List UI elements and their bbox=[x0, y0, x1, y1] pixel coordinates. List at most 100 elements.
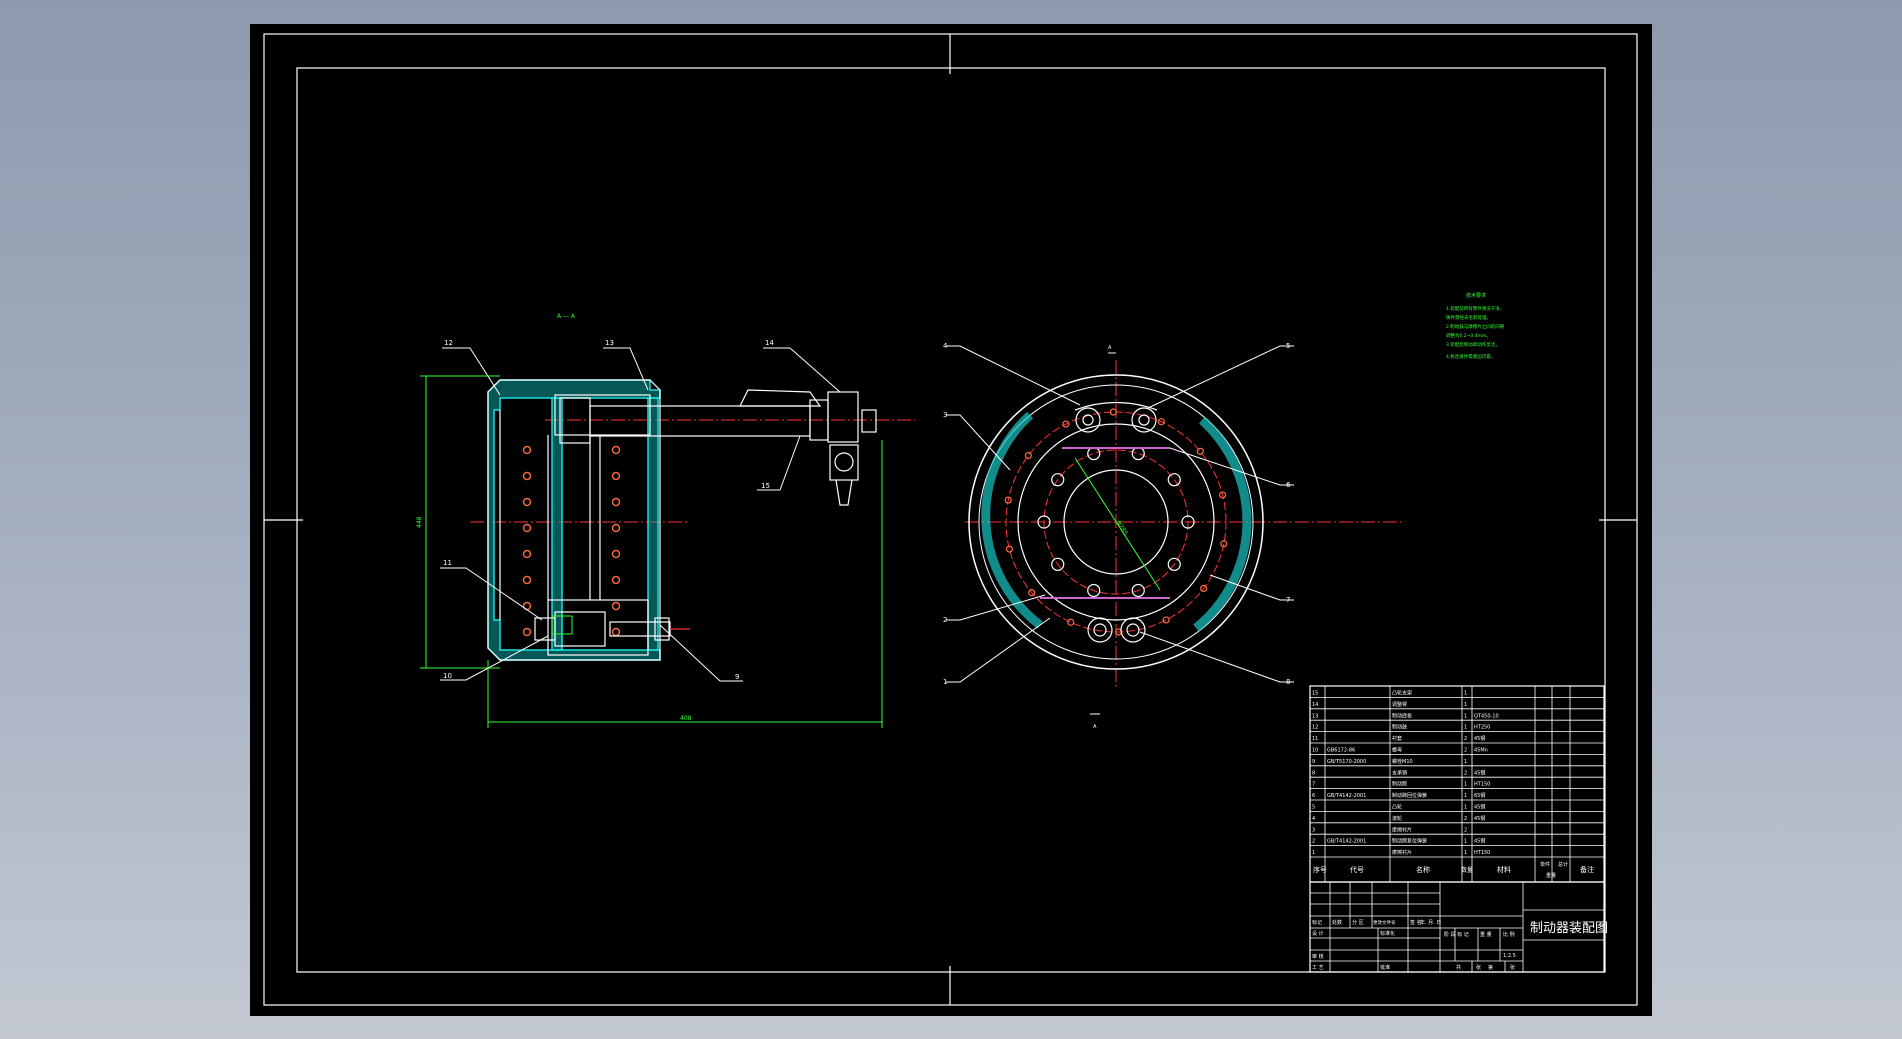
bubble-10: 10 bbox=[443, 672, 452, 680]
pl-cell-no: 9 bbox=[1312, 759, 1315, 765]
bubble-4: 4 bbox=[943, 342, 948, 350]
drawing-title: 制动器装配图 bbox=[1530, 921, 1608, 936]
drum-outline bbox=[487, 379, 661, 661]
bolt-circle-dim-line bbox=[1074, 457, 1161, 591]
section-dimensions bbox=[420, 375, 883, 728]
bubble-15: 15 bbox=[761, 482, 770, 490]
bubble-11: 11 bbox=[443, 559, 452, 567]
tb-date: 年. 月. 日 bbox=[1420, 919, 1441, 926]
pl-cell-qty: 2 bbox=[1464, 748, 1467, 754]
drum-outer-circle bbox=[968, 374, 1264, 670]
hub-bolt-hole bbox=[1167, 473, 1181, 487]
tb-approve: 批准 bbox=[1380, 964, 1390, 971]
tb-zone: 分 区 bbox=[1352, 919, 1364, 926]
pl-cell-name: 支承销 bbox=[1392, 769, 1407, 776]
pl-header-material: 材料 bbox=[1497, 865, 1511, 874]
backing-plate-hole bbox=[1220, 540, 1228, 548]
bolt-callout-box bbox=[551, 615, 573, 635]
drum-hole bbox=[611, 497, 621, 507]
tb-weight: 重 量 bbox=[1480, 931, 1492, 938]
pl-cell-name: 制动蹄 bbox=[1392, 781, 1407, 788]
tech-req-line-6: 4.各连接件需紧固可靠。 bbox=[1446, 353, 1495, 360]
bore-circle bbox=[1063, 469, 1169, 575]
hub-bolt-hole bbox=[1037, 515, 1051, 529]
backing-plate-hole bbox=[1004, 496, 1012, 504]
pl-cell-material: 45钢 bbox=[1474, 769, 1485, 776]
pl-cell-qty: 2 bbox=[1464, 816, 1467, 822]
pl-cell-qty: 1 bbox=[1464, 839, 1467, 845]
tb-sheet-no: 第 bbox=[1488, 964, 1493, 971]
right-lining bbox=[1193, 416, 1252, 632]
drum-hole bbox=[522, 497, 532, 507]
pl-cell-qty: 1 bbox=[1464, 782, 1467, 788]
section-leaders bbox=[440, 347, 841, 682]
hub-bolt-hole bbox=[1051, 557, 1065, 571]
pl-cell-qty: 2 bbox=[1464, 827, 1467, 833]
pl-cell-qty: 1 bbox=[1464, 725, 1467, 731]
pl-cell-name: 螺母 bbox=[1392, 747, 1402, 754]
tb-count: 处数 bbox=[1332, 919, 1342, 926]
drum-hole bbox=[611, 471, 621, 481]
drum-hole bbox=[611, 549, 621, 559]
drum-hole bbox=[522, 445, 532, 455]
tb-sheet-unit-2: 张 bbox=[1510, 964, 1515, 971]
pl-cell-material: 45钢 bbox=[1474, 838, 1485, 845]
pl-cell-material: HT150 bbox=[1474, 850, 1490, 856]
pl-cell-material: 45钢 bbox=[1474, 815, 1485, 822]
pl-header-code: 代号 bbox=[1350, 865, 1364, 874]
return-springs bbox=[1040, 447, 1170, 599]
tech-req-title: 技术要求 bbox=[1466, 292, 1486, 299]
drum-hole bbox=[522, 549, 532, 559]
front-view: Φ285 A A 4 3 2 1 5 6 7 8 bbox=[943, 342, 1405, 730]
pl-cell-no: 10 bbox=[1312, 748, 1318, 754]
bubble-9: 9 bbox=[735, 673, 739, 681]
front-leaders bbox=[946, 345, 1294, 683]
pl-cell-no: 5 bbox=[1312, 805, 1315, 811]
pl-cell-qty: 2 bbox=[1464, 770, 1467, 776]
tb-review: 审 核 bbox=[1312, 953, 1324, 960]
tb-design: 设 计 bbox=[1312, 930, 1324, 937]
backing-plate-hole bbox=[1067, 618, 1075, 626]
tech-req-line-5: 3.装配后制动蹄动作灵活， bbox=[1446, 341, 1500, 348]
pl-cell-material: 65钢 bbox=[1474, 792, 1485, 799]
drum-hole bbox=[611, 575, 621, 585]
pl-cell-no: 11 bbox=[1312, 736, 1318, 742]
bubble-6: 6 bbox=[1286, 481, 1291, 489]
pl-header-total: 总计 bbox=[1558, 861, 1568, 868]
drum-hole bbox=[611, 445, 621, 455]
drum-inner-circle bbox=[978, 384, 1254, 660]
tb-signature: 签 名 bbox=[1410, 919, 1422, 926]
pl-header-no: 序号 bbox=[1313, 865, 1327, 874]
anchor-pins bbox=[1087, 617, 1146, 643]
pl-cell-qty: 1 bbox=[1464, 691, 1467, 697]
drum-hole bbox=[611, 601, 621, 611]
pl-cell-no: 14 bbox=[1312, 702, 1318, 708]
pl-cell-qty: 2 bbox=[1464, 736, 1467, 742]
bubble-13: 13 bbox=[605, 339, 614, 347]
pl-cell-qty: 1 bbox=[1464, 702, 1467, 708]
bubble-1: 1 bbox=[943, 678, 947, 686]
tb-change-doc: 更改文件号 bbox=[1373, 919, 1396, 926]
pl-header-single: 单件 bbox=[1540, 861, 1550, 868]
backing-plate-hole bbox=[1200, 584, 1208, 593]
pl-cell-code: GB6172-86 bbox=[1327, 748, 1355, 754]
pl-cell-no: 15 bbox=[1312, 691, 1318, 697]
bubble-3: 3 bbox=[943, 411, 947, 419]
backing-plate-hole bbox=[1109, 408, 1117, 416]
tech-req-line-4: 调整为0.2~0.4mm。 bbox=[1446, 332, 1491, 339]
pl-cell-name: 凸轮 bbox=[1392, 804, 1402, 811]
bottom-bolt bbox=[534, 611, 690, 647]
pl-cell-name: 摩擦衬片 bbox=[1392, 826, 1412, 833]
pl-cell-qty: 1 bbox=[1464, 850, 1467, 856]
